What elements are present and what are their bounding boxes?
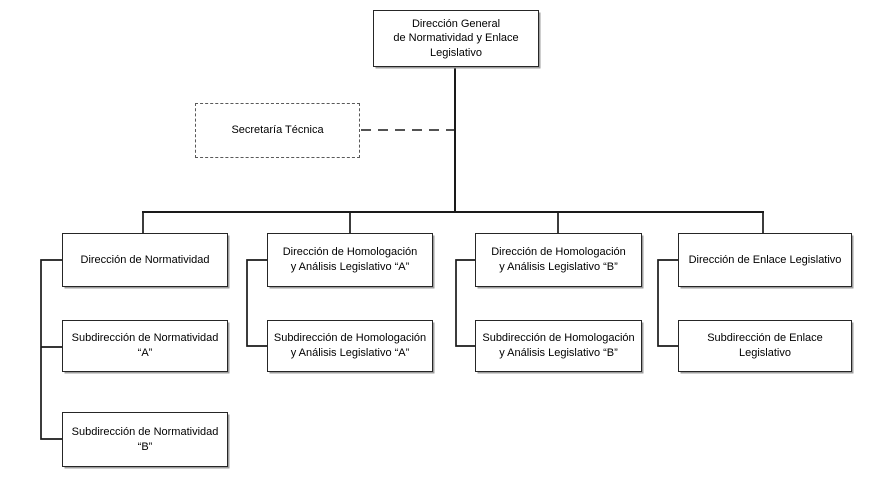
connector-col3-elbow (455, 259, 475, 347)
connector-col4-elbow (657, 259, 678, 347)
org-node-direccion-general: Dirección General de Normatividad y Enla… (373, 10, 539, 67)
org-node-subdireccion-homologacion-b: Subdirección de Homologación y Análisis … (475, 320, 642, 372)
org-node-subdireccion-enlace-legislativo: Subdirección de Enlace Legislativo (678, 320, 852, 372)
connector-col2-elbow (246, 259, 267, 347)
org-node-direccion-homologacion-a: Dirección de Homologación y Análisis Leg… (267, 233, 433, 287)
org-node-secretaria-tecnica: Secretaría Técnica (195, 103, 360, 158)
org-node-direccion-normatividad: Dirección de Normatividad (62, 233, 228, 287)
connector-col1-elbow (40, 259, 62, 440)
org-node-direccion-homologacion-b: Dirección de Homologación y Análisis Leg… (475, 233, 642, 287)
org-node-subdireccion-normatividad-b: Subdirección de Normatividad “B” (62, 412, 228, 467)
org-node-subdireccion-homologacion-a: Subdirección de Homologación y Análisis … (267, 320, 433, 372)
org-node-subdireccion-normatividad-a: Subdirección de Normatividad “A” (62, 320, 228, 372)
org-node-direccion-enlace-legislativo: Dirección de Enlace Legislativo (678, 233, 852, 287)
